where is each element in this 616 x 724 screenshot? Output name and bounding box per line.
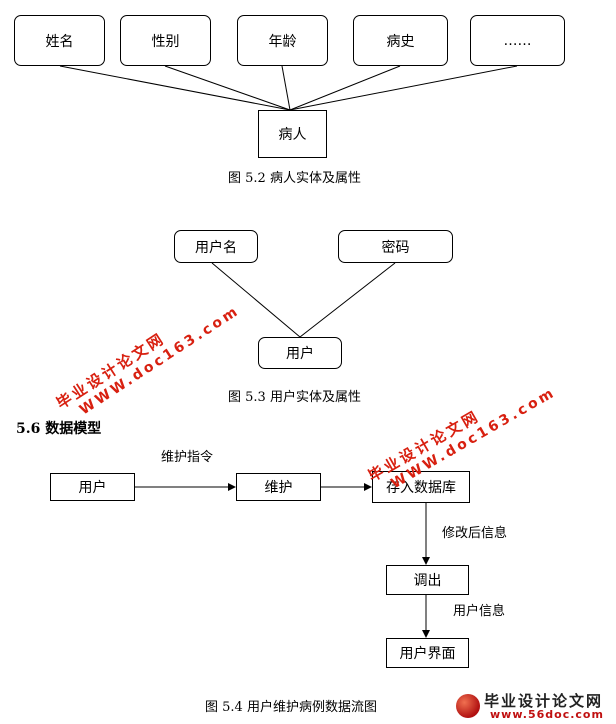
node-store-database: 存入数据库 [372,471,470,503]
attribute-age: 年龄 [237,15,328,66]
attribute-gender: 性别 [120,15,211,66]
figure-5-2-caption: 图 5.2 病人实体及属性 [228,171,361,186]
node-retrieve: 调出 [386,565,469,595]
entity-patient: 病人 [258,110,327,158]
attribute-name: 姓名 [14,15,105,66]
section-heading: 5.6 数据模型 [16,421,102,437]
attribute-more: …… [470,15,565,66]
logo-url: www.56doc.com [490,708,604,721]
edge-label-command: 维护指令 [161,450,214,465]
figure-5-4-caption: 图 5.4 用户维护病例数据流图 [205,700,377,715]
attribute-history: 病史 [353,15,448,66]
logo-title: 毕业设计论文网 [484,692,604,710]
node-maintain: 维护 [236,473,321,501]
attribute-password: 密码 [338,230,453,263]
edge-label-modified-info: 修改后信息 [442,526,508,541]
site-logo: 毕业设计论文网 www.56doc.com [452,690,612,722]
logo-emblem-icon [456,694,480,718]
node-user: 用户 [50,473,135,501]
edge-label-user-info: 用户信息 [453,604,506,619]
figure-5-3-caption: 图 5.3 用户实体及属性 [228,390,361,405]
attribute-username: 用户名 [174,230,258,263]
entity-user: 用户 [258,337,342,369]
node-user-interface: 用户界面 [386,638,469,668]
